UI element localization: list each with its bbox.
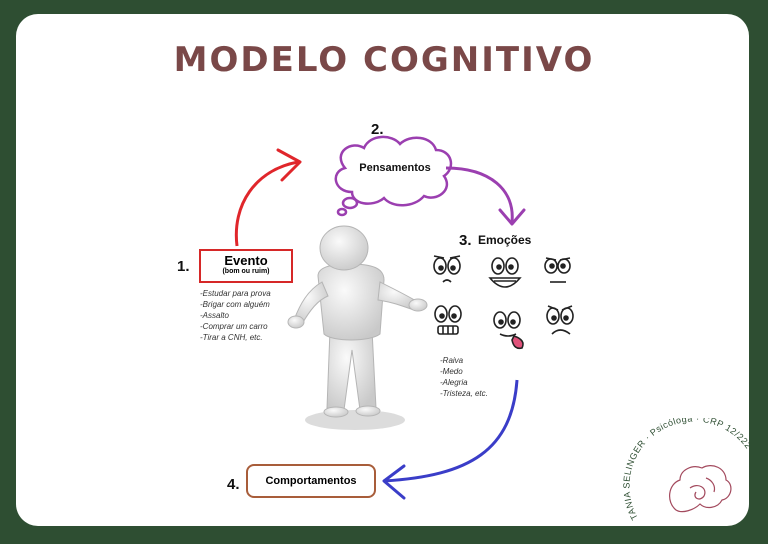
- list-item: -Alegria: [440, 378, 468, 387]
- face-grimace-icon: [434, 305, 462, 335]
- arrow-emocoes-to-comportamentos: [383, 379, 519, 483]
- list-item: -Tirar a CNH, etc.: [200, 333, 263, 342]
- person-figure: [287, 225, 428, 430]
- list-item: -Brigar com alguém: [200, 300, 270, 309]
- list-item: -Tristeza, etc.: [440, 389, 488, 398]
- arrow-head-purple: [498, 208, 526, 226]
- arrow-evento-to-pensamentos: [234, 160, 299, 247]
- step-number-comportamentos: 4.: [227, 476, 240, 493]
- diagram-card: [16, 14, 749, 526]
- list-item: -Assalto: [200, 311, 229, 320]
- arrow-pensamentos-to-emocoes: [445, 166, 514, 223]
- list-item: -Comprar um carro: [200, 322, 268, 331]
- list-item: -Medo: [440, 367, 463, 376]
- face-happy-icon: [488, 257, 522, 288]
- evento-sublabel: (bom ou ruim): [222, 268, 270, 275]
- evento-box: Evento (bom ou ruim): [199, 249, 293, 283]
- list-item: -Estudar para prova: [200, 289, 271, 298]
- arrow-head-red: [276, 148, 302, 182]
- step-number-evento: 1.: [177, 258, 190, 275]
- step-number-emocoes: 3.: [459, 232, 472, 249]
- event-examples-list: -Estudar para prova -Brigar com alguém -…: [200, 288, 271, 343]
- thought-cloud-shape: [334, 135, 453, 217]
- step-number-pensamentos: 2.: [371, 121, 384, 138]
- brain-head-icon: [669, 465, 732, 513]
- pensamentos-label: Pensamentos: [359, 162, 431, 174]
- emotion-examples-list: -Raiva -Medo -Alegria -Tristeza, etc.: [440, 355, 488, 399]
- comportamentos-box: Comportamentos: [246, 464, 376, 498]
- page-title: MODELO COGNITIVO: [173, 40, 595, 80]
- face-neutral-icon: [544, 257, 571, 283]
- face-worried-icon: [433, 255, 461, 283]
- arrow-head-blue: [382, 464, 406, 500]
- evento-label: Evento: [224, 253, 268, 268]
- comportamentos-label: Comportamentos: [265, 475, 357, 487]
- face-sad-icon: [546, 305, 574, 335]
- list-item: -Raiva: [440, 356, 464, 365]
- face-tongue-icon: [493, 311, 524, 350]
- emocoes-label: Emoções: [478, 233, 532, 247]
- psychologist-logo: TANIA SELINGER · Psicóloga · CRP 12/222: [621, 418, 750, 522]
